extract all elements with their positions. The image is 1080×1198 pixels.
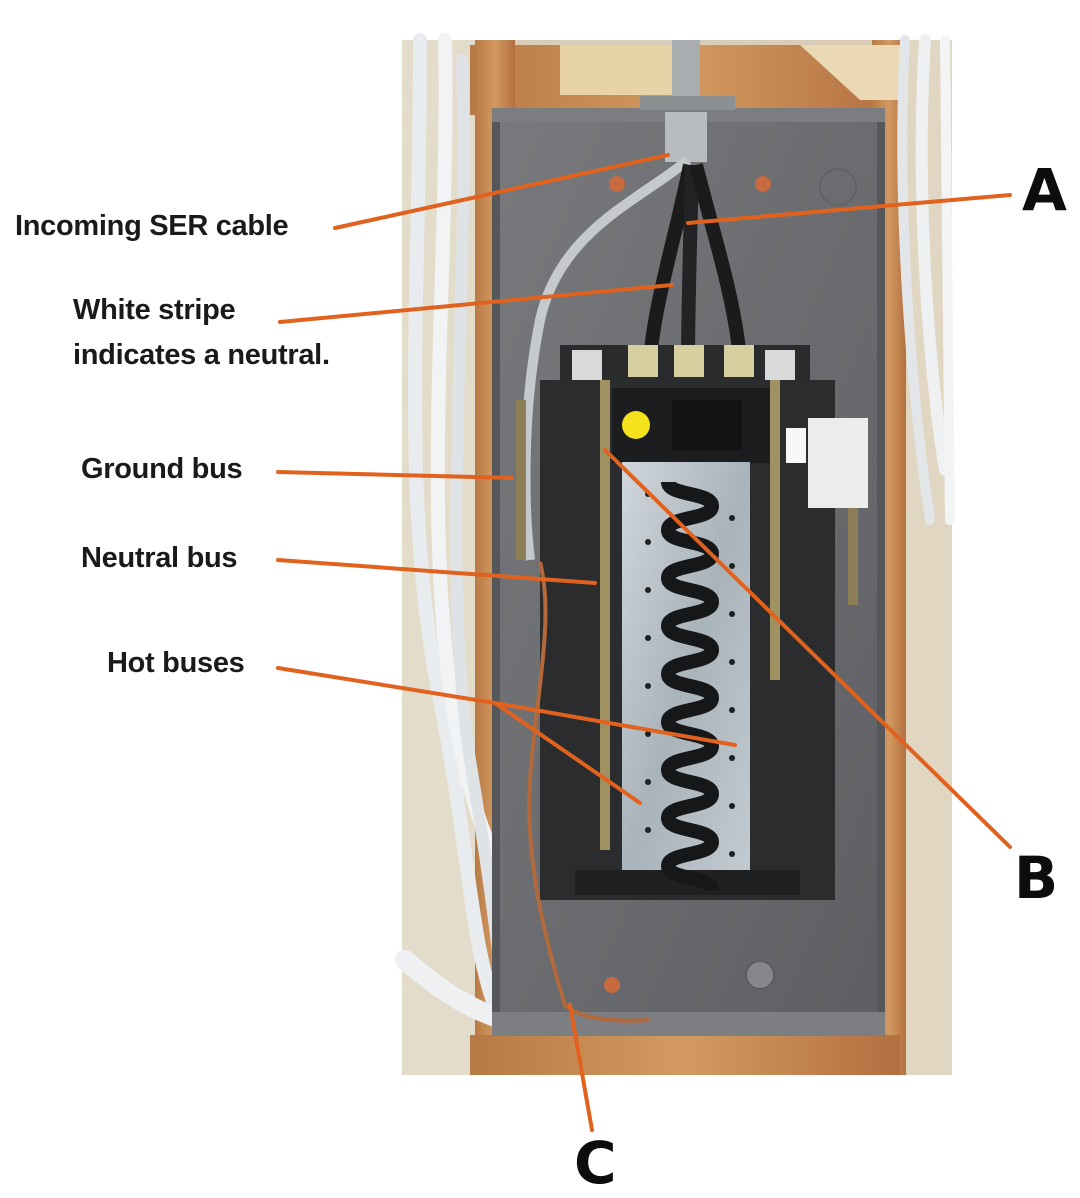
bus-hole [729, 515, 735, 521]
load-center [516, 345, 868, 900]
ground-wire [527, 561, 651, 1023]
bus-stab [661, 623, 719, 653]
bus-hole [645, 539, 651, 545]
label-hot-buses: Hot buses [107, 647, 245, 679]
bus-hole [729, 611, 735, 617]
bus-stab [661, 767, 719, 797]
bus-hole [645, 875, 651, 881]
bus-hole [645, 827, 651, 833]
label-neutral-bus: Neutral bus [81, 542, 238, 574]
bus-stab [661, 695, 719, 725]
neutral-bar-left [600, 380, 610, 850]
ground-bar [516, 400, 526, 560]
leader-lines [276, 153, 1012, 1132]
callout-b: B [1014, 844, 1059, 912]
callout-c: C [574, 1129, 617, 1197]
label-white-stripe-line1: White stripe [73, 294, 236, 326]
bus-stab [661, 527, 719, 557]
hot-bus-plate [622, 462, 750, 892]
bus-stab [661, 599, 719, 629]
bus-hole [729, 563, 735, 569]
label-ground-bus: Ground bus [81, 453, 243, 485]
bus-hole [729, 755, 735, 761]
bus-hole [645, 731, 651, 737]
main-breaker-dot [622, 411, 650, 439]
bus-hole [729, 707, 735, 713]
label-white-stripe-line2: indicates a neutral. [73, 339, 330, 371]
callout-a: A [1022, 156, 1067, 224]
bus-stab [661, 863, 719, 893]
bus-stab [661, 551, 719, 581]
bus-hole [729, 803, 735, 809]
bus-stab [661, 575, 719, 605]
bus-hole [645, 635, 651, 641]
bus-stab [661, 671, 719, 701]
label-incoming-ser-cable: Incoming SER cable [15, 210, 289, 242]
bus-stab [661, 479, 719, 509]
incoming-cable [520, 40, 747, 561]
bus-stab [661, 503, 719, 533]
bus-hole [645, 683, 651, 689]
bus-stab [661, 791, 719, 821]
bus-stab [661, 743, 719, 773]
bus-hole [645, 587, 651, 593]
bus-stab [661, 815, 719, 845]
bus-stab [661, 647, 719, 677]
bus-hole [645, 779, 651, 785]
bus-stab [661, 839, 719, 869]
bus-stabs [645, 479, 735, 893]
bus-hole [729, 659, 735, 665]
bus-hole [729, 851, 735, 857]
neutral-bar-right [770, 380, 780, 680]
